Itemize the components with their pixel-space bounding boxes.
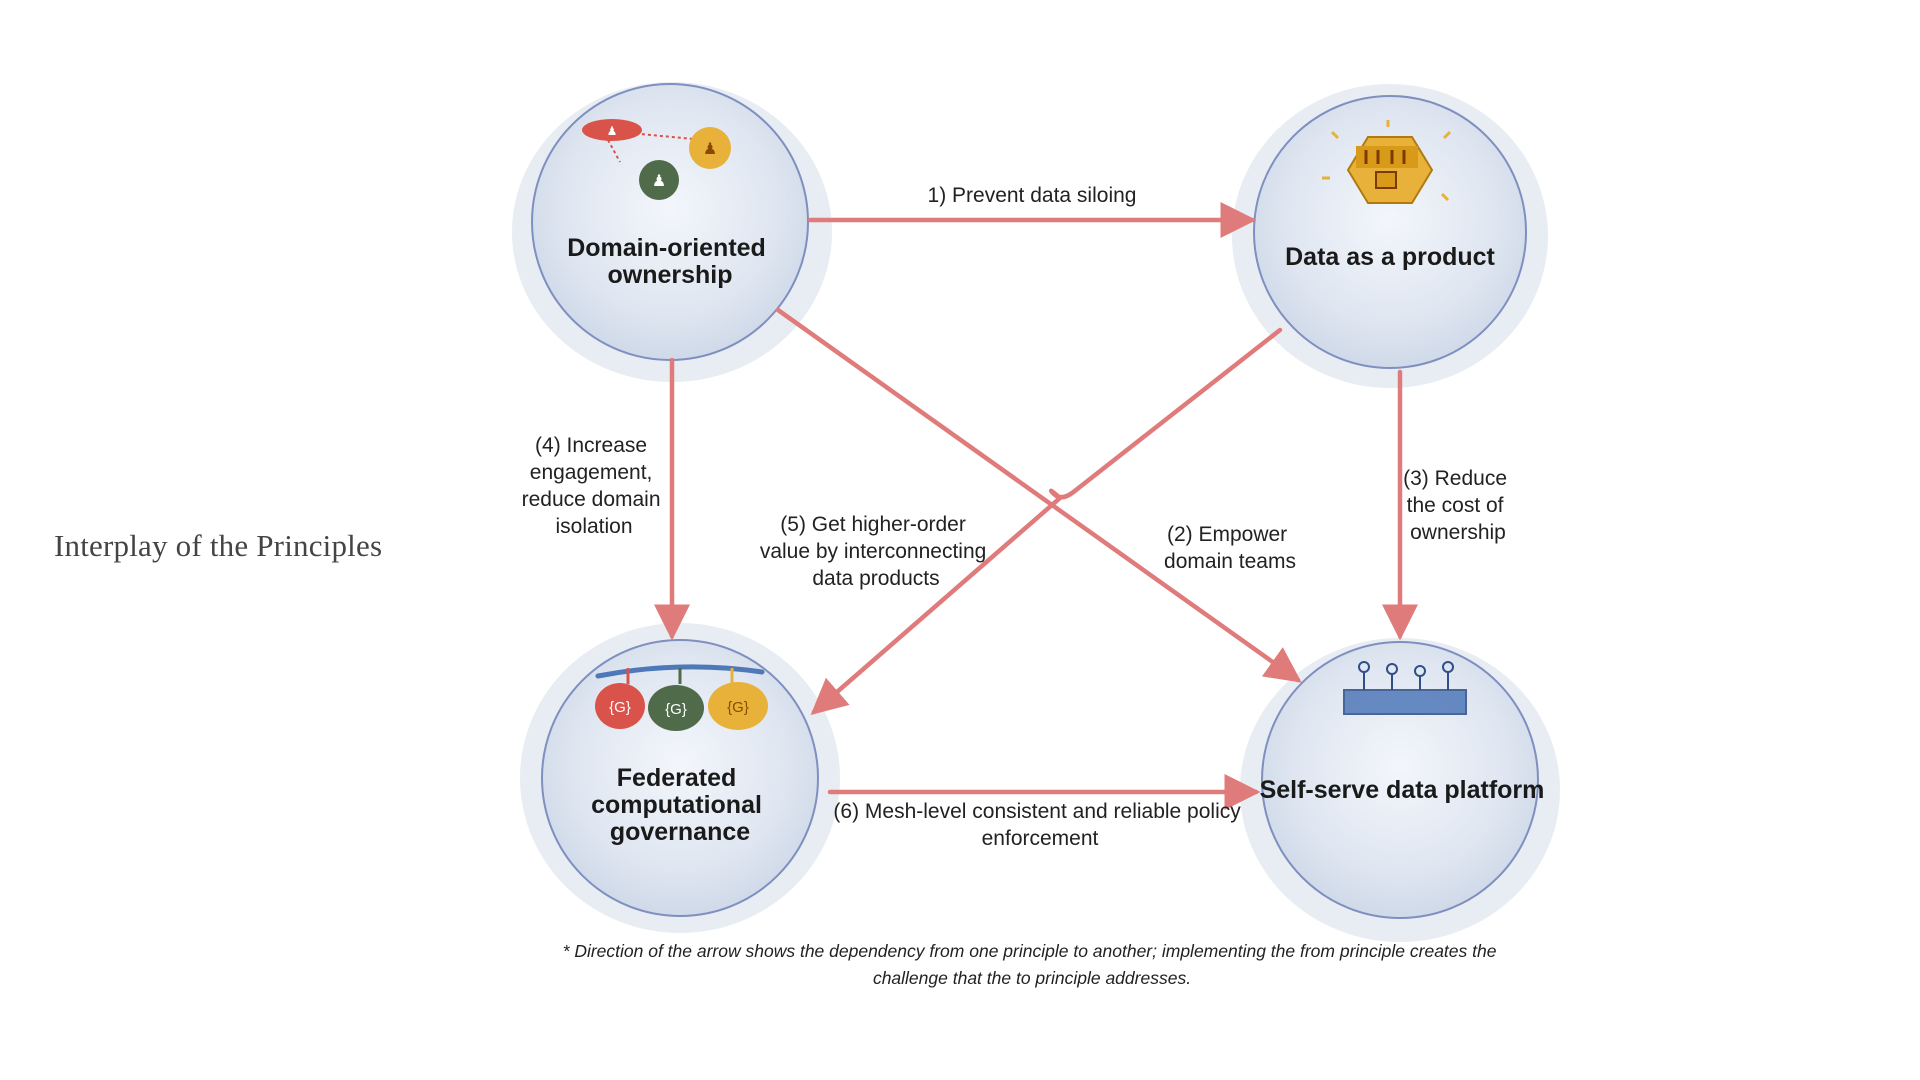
node-label-data-product: Data as a product: [1285, 243, 1495, 271]
node-label-governance: Federated computational governance: [591, 764, 769, 846]
svg-text:{G}: {G}: [727, 699, 749, 716]
governance-icon: {G} {G} {G}: [595, 664, 768, 731]
node-label-domain-ownership: Domain-oriented ownership: [567, 234, 773, 289]
node-circle-domain-ownership: [531, 83, 809, 361]
edge-label-e5: (5) Get higher-order value by interconne…: [760, 513, 992, 590]
edge-label-e2: (2) Empower domain teams: [1164, 523, 1296, 573]
edge-label-e3: (3) Reduce the cost of ownership: [1403, 467, 1513, 544]
node-circle-platform: [1261, 641, 1539, 919]
domain-teams-icon: ♟ ♟ ♟: [582, 119, 731, 200]
platform-icon: [1343, 661, 1467, 715]
arrow-e2: [775, 307, 1302, 683]
edge-label-e1: 1) Prevent data siloing: [928, 184, 1137, 207]
footnote: * Direction of the arrow shows the depen…: [563, 941, 1502, 988]
svg-text:{G}: {G}: [609, 699, 631, 716]
edge-label-e4: (4) Increase engagement, reduce domain i…: [522, 434, 667, 538]
node-label-platform: Self-serve data platform: [1260, 776, 1545, 804]
slide-title: Interplay of the Principles: [54, 528, 383, 563]
edge-label-e6: (6) Mesh-level consistent and reliable p…: [833, 800, 1246, 850]
svg-text:♟: ♟: [607, 124, 618, 138]
arrow-e5: [810, 327, 1283, 715]
svg-text:♟: ♟: [652, 173, 666, 190]
svg-text:{G}: {G}: [665, 701, 687, 718]
svg-text:♟: ♟: [703, 141, 717, 158]
data-product-icon: [1322, 120, 1452, 204]
